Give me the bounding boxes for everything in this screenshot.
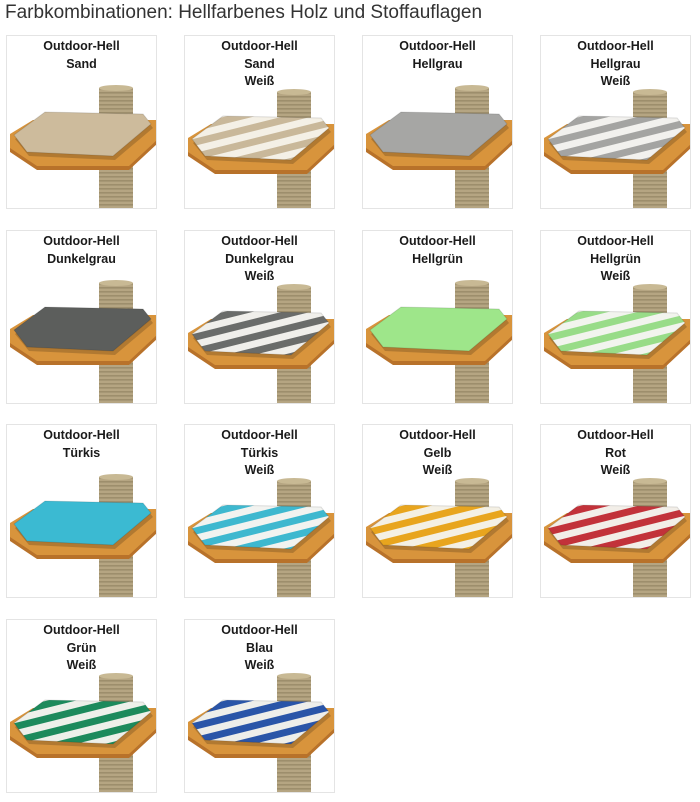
variant-label-line: Weiß [600, 74, 631, 88]
variant-label-line: Sand [66, 56, 97, 71]
variant-label-line: Türkis [62, 445, 101, 460]
fabric-cushion [13, 699, 152, 745]
variant-label-line: Outdoor-Hell [399, 234, 476, 248]
cat-shelf-image [188, 89, 334, 208]
variant-label-line: Hellgrün [412, 251, 463, 266]
cat-shelf-image [188, 284, 334, 403]
cat-shelf-image [366, 280, 512, 403]
variant-label-line: Outdoor-Hell [221, 428, 298, 442]
variant-label-line: Blau [245, 640, 274, 655]
fabric-cushion [13, 500, 152, 546]
fabric-cushion [547, 310, 686, 356]
page-title: Farbkombinationen: Hellfarbenes Holz und… [5, 2, 483, 23]
variant-label-line: Weiß [244, 658, 275, 672]
fabric-cushion [369, 111, 508, 157]
cat-shelf-image [10, 280, 156, 403]
variant-label-line: Dunkelgrau [225, 251, 294, 266]
variant-label-line: Rot [605, 445, 626, 460]
cat-shelf-image [544, 89, 690, 208]
fabric-cushion [191, 504, 330, 550]
variant-label-line: Hellgrün [590, 251, 641, 266]
variant-label-line: Dunkelgrau [47, 251, 116, 266]
variant-label-line: Weiß [244, 463, 275, 477]
cat-shelf-image [544, 478, 690, 597]
variant-label-line: Outdoor-Hell [577, 39, 654, 53]
cat-shelf-image [544, 284, 690, 403]
variant-label-line: Sand [244, 56, 275, 71]
fabric-cushion [547, 504, 686, 550]
variant-label-line: Outdoor-Hell [399, 39, 476, 53]
variant-label-line: Gelb [423, 445, 452, 460]
variant-label-line: Outdoor-Hell [43, 234, 120, 248]
variant-label-line: Türkis [240, 445, 279, 460]
variant-label-line: Grün [66, 640, 97, 655]
variant-label-line: Weiß [66, 658, 97, 672]
fabric-cushion [191, 115, 330, 161]
variant-label-line: Hellgrau [412, 56, 463, 71]
cat-shelf-image [188, 673, 334, 792]
fabric-cushion [369, 306, 508, 352]
cat-shelf-image [366, 85, 512, 208]
variant-label-line: Outdoor-Hell [577, 428, 654, 442]
cat-shelf-image [10, 474, 156, 597]
variant-label-line: Weiß [600, 463, 631, 477]
cat-shelf-image [10, 673, 156, 792]
fabric-cushion [369, 504, 508, 550]
variant-label-line: Weiß [244, 74, 275, 88]
variant-label-line: Outdoor-Hell [221, 623, 298, 637]
variant-label-line: Outdoor-Hell [221, 39, 298, 53]
variant-label-line: Outdoor-Hell [221, 234, 298, 248]
fabric-cushion [191, 699, 330, 745]
variant-label-line: Weiß [244, 269, 275, 283]
cat-shelf-image [366, 478, 512, 597]
variant-label-line: Outdoor-Hell [43, 39, 120, 53]
fabric-cushion [191, 310, 330, 356]
variant-label-line: Outdoor-Hell [577, 234, 654, 248]
cat-shelf-image [188, 478, 334, 597]
variant-label-line: Outdoor-Hell [43, 428, 120, 442]
cat-shelf-image [10, 85, 156, 208]
variant-label-line: Weiß [422, 463, 453, 477]
variant-label-line: Outdoor-Hell [43, 623, 120, 637]
fabric-cushion [13, 306, 152, 352]
variant-label-line: Weiß [600, 269, 631, 283]
variant-label-line: Outdoor-Hell [399, 428, 476, 442]
fabric-cushion [13, 111, 152, 157]
variant-label-line: Hellgrau [590, 56, 641, 71]
fabric-cushion [547, 115, 686, 161]
